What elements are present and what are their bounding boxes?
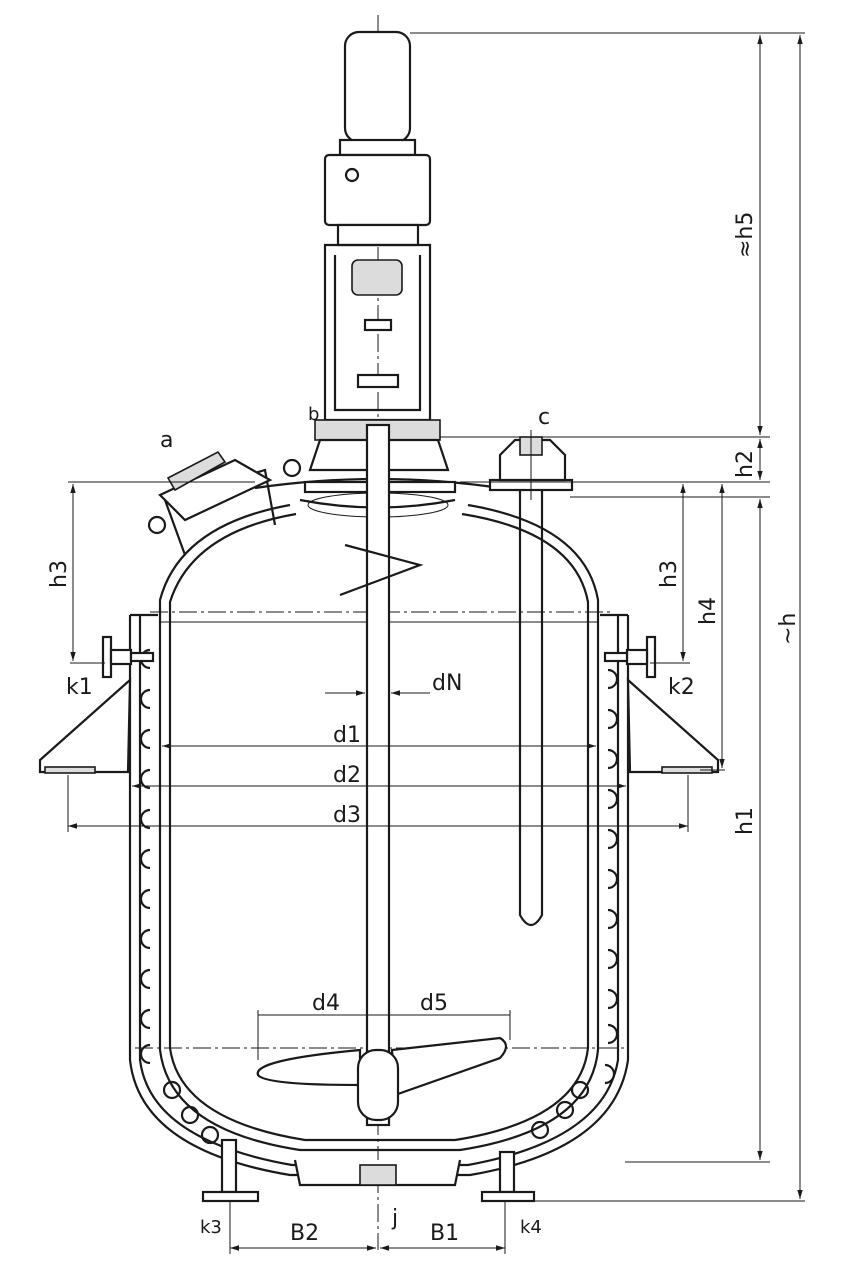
label-h: ~h <box>776 613 801 645</box>
agitator <box>256 423 508 1127</box>
nozzle-k3 <box>201 1138 260 1203</box>
label-d4: d4 <box>312 991 340 1016</box>
rotation-arrow <box>339 543 424 597</box>
nozzle-k2 <box>603 635 657 679</box>
support-lug-right <box>626 677 720 774</box>
label-a: a <box>160 428 173 453</box>
nozzle-k4 <box>480 1150 536 1203</box>
heating-coil <box>139 648 619 1145</box>
label-h2: h2 <box>733 450 758 478</box>
nozzle-c-dip-pipe <box>488 430 574 927</box>
label-k2: k2 <box>668 675 695 700</box>
manhole-a <box>147 450 302 556</box>
label-d5: d5 <box>420 991 448 1016</box>
label-b: b <box>308 404 319 425</box>
label-h4: h4 <box>696 597 721 625</box>
label-c: c <box>538 405 550 430</box>
support-lug-left <box>38 677 132 774</box>
label-j: j <box>391 1206 398 1231</box>
dimension-lines <box>67 32 805 1254</box>
label-d1: d1 <box>333 723 361 748</box>
nozzle-k1 <box>101 635 155 679</box>
agitator-drive <box>308 30 450 472</box>
label-k4: k4 <box>520 1217 542 1238</box>
label-B2: B2 <box>290 1221 319 1246</box>
label-h1: h1 <box>733 807 758 835</box>
label-h3-left: h3 <box>47 560 72 588</box>
label-k3: k3 <box>200 1217 222 1238</box>
bottom-outlet <box>293 1159 462 1187</box>
label-h5: ≈h5 <box>733 212 758 258</box>
label-dN: dN <box>432 671 462 696</box>
label-k1: k1 <box>66 675 93 700</box>
label-B1: B1 <box>430 1221 459 1246</box>
label-h3-right: h3 <box>657 560 682 588</box>
label-d3: d3 <box>333 803 361 828</box>
label-d2: d2 <box>333 763 361 788</box>
